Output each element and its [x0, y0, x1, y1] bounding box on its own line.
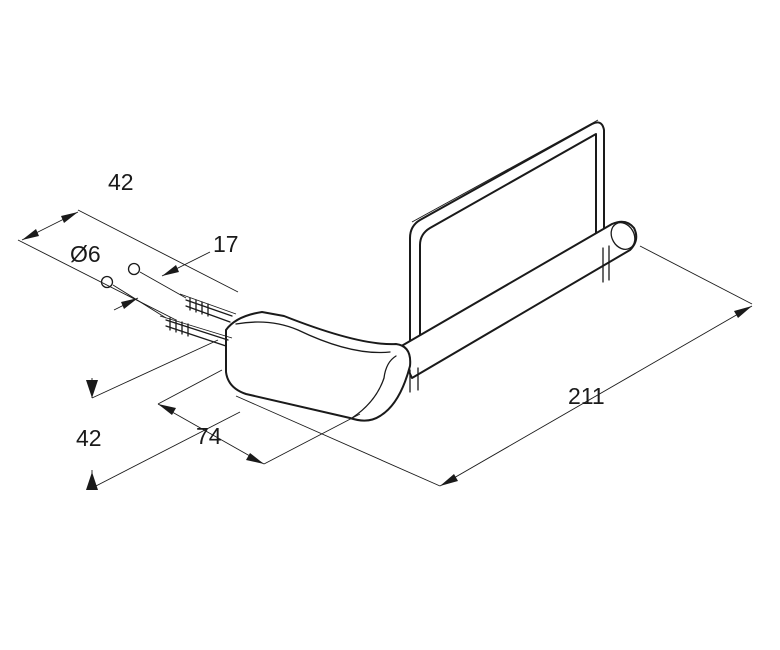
dimension-bottom-height: 42 [76, 339, 241, 490]
dimension-top-width: 42 [17, 169, 239, 321]
overall-length-label: 211 [568, 383, 605, 409]
top-width-label: 42 [108, 169, 134, 195]
wire-frame [409, 119, 605, 341]
dimension-hole-spacing: 17 [113, 231, 239, 311]
upper-hole [127, 262, 141, 276]
dimension-hole-diameter: Ø6 [70, 241, 101, 267]
bottom-height-label: 42 [76, 425, 102, 451]
wall-plugs [159, 293, 237, 347]
dimension-overall-length: 211 [235, 245, 753, 487]
dimension-base-depth: 74 [157, 369, 361, 465]
hole-spacing-label: 17 [213, 231, 239, 257]
base-depth-label: 74 [196, 423, 222, 449]
bracket-body [225, 311, 412, 422]
hole-diameter-label: Ø6 [70, 241, 101, 267]
roll-bar [397, 220, 638, 393]
lower-hole [100, 275, 114, 289]
